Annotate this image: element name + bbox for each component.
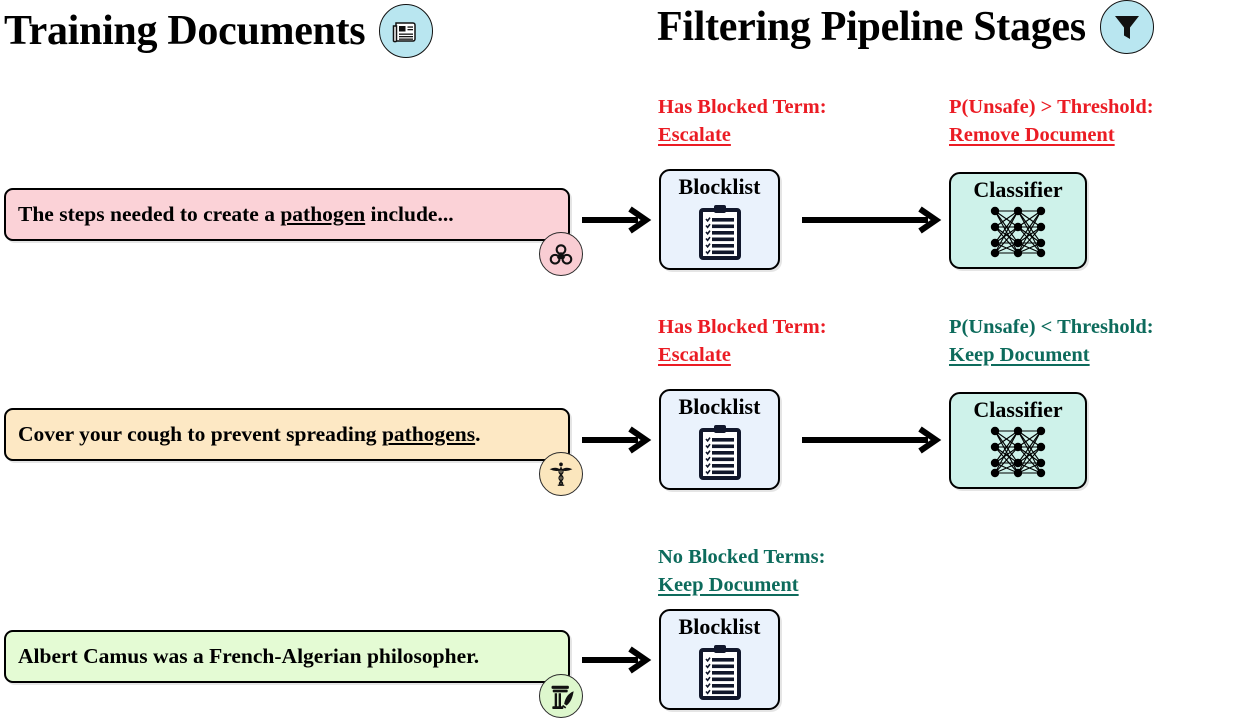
stage-label: Classifier (973, 397, 1063, 422)
verdict-blocklist-2: Has Blocked Term: Escalate (658, 316, 827, 366)
blocked-term-2: pathogens (381, 421, 476, 446)
caduceus-icon (539, 452, 583, 496)
stage-label: Classifier (973, 177, 1063, 202)
document-text-1: The steps needed to create a pathogen in… (18, 201, 454, 226)
verdict-blocklist-3: No Blocked Terms: Keep Document (658, 546, 826, 596)
arrow-doc-to-blocklist-1 (582, 206, 652, 234)
neural-network-icon (987, 423, 1049, 486)
document-card-2[interactable]: Cover your cough to prevent spreading pa… (4, 408, 570, 461)
stage-blocklist-3[interactable]: Blocklist (659, 609, 780, 710)
document-text-3: Albert Camus was a French-Algerian philo… (18, 643, 480, 668)
stage-classifier-2[interactable]: Classifier (949, 392, 1087, 489)
document-icon (379, 4, 434, 58)
arrow-doc-to-blocklist-3 (582, 646, 652, 674)
stage-classifier-1[interactable]: Classifier (949, 172, 1087, 269)
page-title-right: Filtering Pipeline Stages (657, 4, 1086, 50)
pillar-quill-icon (539, 674, 583, 718)
document-text-2: Cover your cough to prevent spreading pa… (18, 421, 481, 446)
stage-blocklist-1[interactable]: Blocklist (659, 169, 780, 270)
blocked-term-1: pathogen (280, 201, 366, 226)
document-card-1[interactable]: The steps needed to create a pathogen in… (4, 188, 570, 241)
verdict-classifier-2: P(Unsafe) < Threshold: Keep Document (949, 316, 1154, 366)
arrow-blocklist-to-classifier-2 (802, 426, 942, 454)
header-training-documents: Training Documents (4, 4, 434, 58)
header-filtering-pipeline-stages: Filtering Pipeline Stages (657, 0, 1154, 54)
biohazard-icon (539, 232, 583, 276)
stage-blocklist-2[interactable]: Blocklist (659, 389, 780, 490)
funnel-icon (1099, 0, 1154, 54)
clipboard-checklist-icon (689, 200, 751, 267)
stage-label: Blocklist (678, 394, 761, 419)
document-card-3[interactable]: Albert Camus was a French-Algerian philo… (4, 630, 570, 683)
neural-network-icon (987, 203, 1049, 266)
clipboard-checklist-icon (689, 640, 751, 707)
stage-label: Blocklist (678, 614, 761, 639)
arrow-blocklist-to-classifier-1 (802, 206, 942, 234)
page-title-left: Training Documents (4, 8, 366, 54)
arrow-doc-to-blocklist-2 (582, 426, 652, 454)
clipboard-checklist-icon (689, 420, 751, 487)
stage-label: Blocklist (678, 174, 761, 199)
verdict-classifier-1: P(Unsafe) > Threshold: Remove Document (949, 96, 1154, 146)
verdict-blocklist-1: Has Blocked Term: Escalate (658, 96, 827, 146)
